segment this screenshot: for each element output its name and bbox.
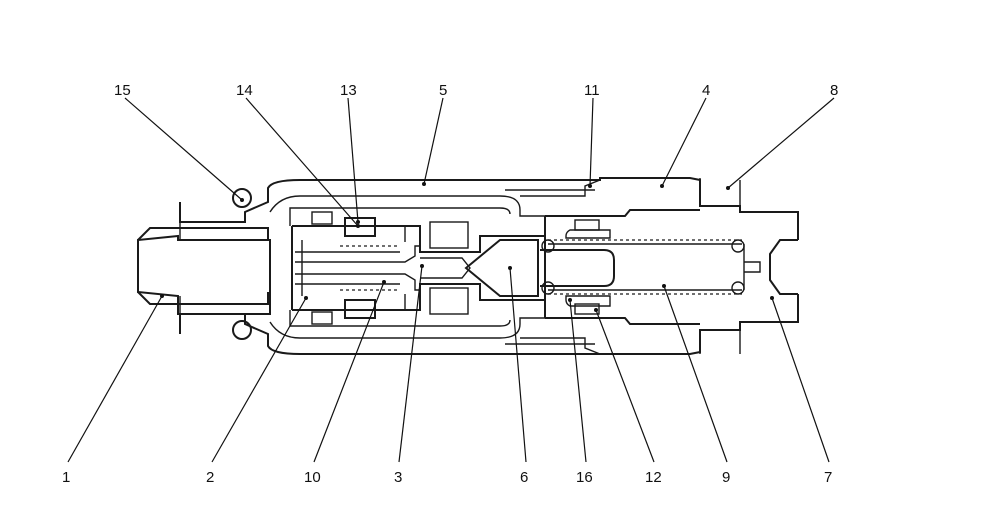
label-4: 4: [702, 82, 710, 99]
label-5: 5: [439, 82, 447, 99]
label-8: 8: [830, 82, 838, 99]
label-16: 16: [576, 469, 593, 486]
label-10: 10: [304, 469, 321, 486]
label-15: 15: [114, 82, 131, 99]
inlet-fitting: [137, 222, 271, 315]
sleeve: [291, 211, 545, 325]
label-13: 13: [340, 82, 357, 99]
label-1: 1: [62, 469, 70, 486]
label-2: 2: [206, 469, 214, 486]
label-14: 14: [236, 82, 253, 99]
label-12: 12: [645, 469, 662, 486]
spring-chamber: [540, 209, 761, 325]
label-9: 9: [722, 469, 730, 486]
leader-lines: [67, 97, 835, 463]
label-11: 11: [584, 82, 600, 99]
spool: [295, 245, 471, 291]
seal-block: [344, 217, 469, 319]
label-3: 3: [394, 469, 402, 486]
poppet: [464, 239, 539, 297]
label-6: 6: [520, 469, 528, 486]
valve-housing: [179, 177, 799, 355]
part-labels: 15 14 13 5 11 4 8 1 2 10 3 6 16 12 9 7: [62, 82, 838, 486]
label-7: 7: [824, 469, 832, 486]
